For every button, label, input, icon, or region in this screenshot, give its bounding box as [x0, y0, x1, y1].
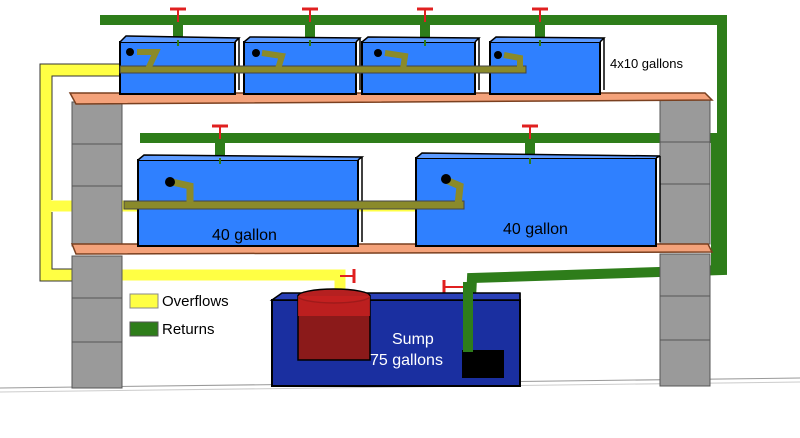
right-tank-label: 40 gallon: [503, 221, 568, 238]
return-middle-manifold: [140, 133, 721, 270]
top-tanks-label: 4x10 gallons: [610, 56, 683, 71]
sump-capacity-label: 75 gallons: [370, 352, 443, 369]
middle-overflow-run: [123, 174, 465, 210]
legend-swatch-returns: [129, 321, 159, 337]
top-overflow-run: [119, 48, 527, 74]
overflow-to-reactor: [120, 269, 346, 292]
return-pipe-riser: [463, 282, 473, 352]
reactor-canister-icon: [297, 288, 371, 361]
left-tank-label: 40 gallon: [212, 227, 277, 244]
legend-swatch-overflows: [129, 293, 159, 309]
legend-label-overflows: Overflows: [162, 293, 229, 310]
legend: Overflows Returns: [129, 293, 229, 338]
return-outlets: [177, 40, 541, 164]
return-pump-icon: [462, 350, 504, 378]
top-tank-1: [119, 35, 241, 95]
legend-label-returns: Returns: [162, 321, 215, 338]
right-cinder-stack: [659, 99, 711, 387]
left-cinder-stack: [71, 101, 123, 389]
sump-name-label: Sump: [392, 331, 434, 348]
